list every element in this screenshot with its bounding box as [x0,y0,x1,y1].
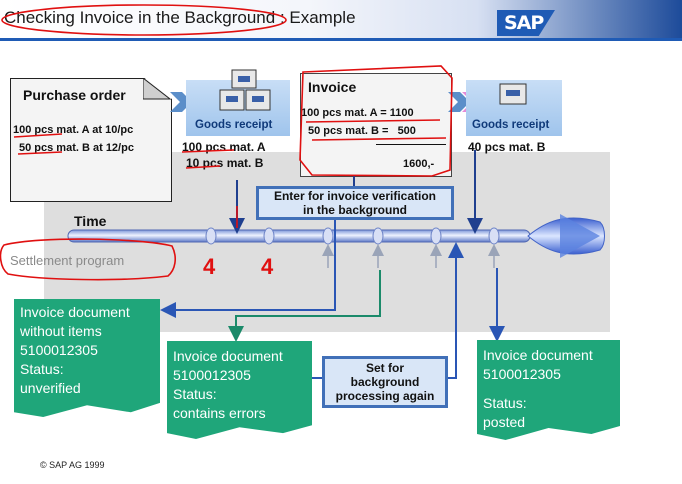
doc-3-line-1: Invoice document [483,347,593,363]
time-label: Time [74,213,107,229]
settlement-program-label: Settlement program [10,253,125,268]
enter-box-line-1: Enter for invoice verification [273,189,437,203]
connector-doc-2 [228,270,381,342]
goods-receipt-qty-3: 40 pcs mat. B [468,140,546,154]
doc-2-line-1: Invoice document [173,348,283,364]
doc-3-line-4: posted [483,414,526,430]
purchase-order-title: Purchase order [23,87,126,103]
set-box-line-2: background [350,375,420,389]
annotation-mark-2: 4 [261,254,274,279]
enter-box-line-2: in the background [302,203,407,217]
connector-doc-1 [160,220,336,318]
goods-receipt-label-1: Goods receipt [195,119,273,131]
doc-3-line-2: 5100012305 [483,366,561,382]
header-divider [0,38,682,41]
sap-logo: SAP [497,10,555,36]
doc-1-line-4: Status: [20,361,64,377]
timeline-ticks [205,227,500,245]
invoice-line-2: 50 pcs mat. B = 500 [308,125,416,137]
warehouse-box-icon [499,83,527,105]
doc-1-line-2: without items [20,323,102,339]
timeline-tube [67,229,531,243]
set-box-line-1: Set for [365,361,404,375]
invoice-document-unverified: Invoice document without items 510001230… [14,299,160,417]
set-background-processing-box: Set for background processing again [322,356,448,408]
invoice-total: 1600,- [403,158,435,170]
purchase-order-line-1: 100 pcs mat. A at 10/pc [13,124,134,136]
set-box-line-3: processing again [335,389,435,403]
doc-2-line-3: Status: [173,386,217,402]
timeline-tip [560,214,600,258]
invoice-document-posted: Invoice document 5100012305 Status: post… [477,340,620,440]
copyright-notice: © SAP AG 1999 [40,460,105,470]
red-annotations [0,4,453,281]
doc-1-line-5: unverified [20,380,81,396]
annotation-mark-1: 4 [203,254,216,279]
doc-2-line-2: 5100012305 [173,367,251,383]
doc-3-line-3: Status: [483,395,527,411]
invoice-document: Invoice 100 pcs mat. A = 1100 50 pcs mat… [300,73,452,177]
purchase-order-line-2: 50 pcs mat. B at 12/pc [19,142,134,154]
connector-set-box [448,242,464,379]
invoice-line-1: 100 pcs mat. A = 1100 [301,107,414,119]
warehouse-boxes-icon [219,69,271,111]
invoice-document-errors: Invoice document 5100012305 Status: cont… [167,341,312,439]
dog-ear-icon [143,78,171,100]
goods-receipt-label-2: Goods receipt [472,119,550,131]
doc-2-line-4: contains errors [173,405,266,421]
invoice-sum-line [376,144,446,145]
header-bar [0,0,682,38]
doc-1-line-1: Invoice document [20,304,130,320]
enter-background-verification-box: Enter for invoice verification in the ba… [256,186,454,220]
doc-1-line-3: 5100012305 [20,342,98,358]
invoice-title: Invoice [308,79,357,95]
settlement-run-arrows [322,244,500,268]
